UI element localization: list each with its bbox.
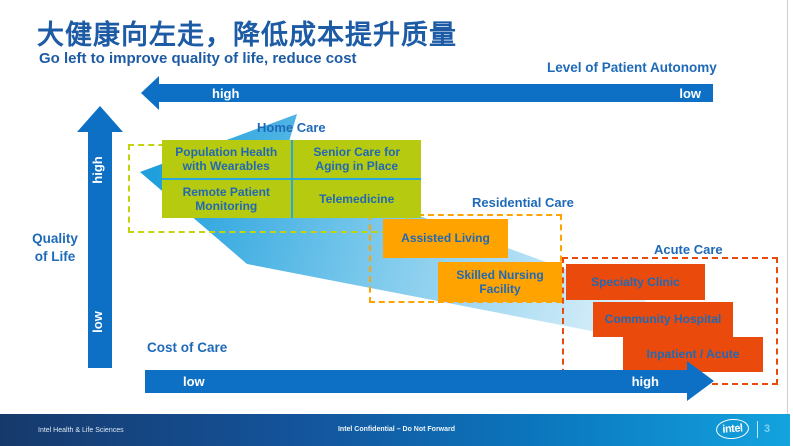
cost-of-care-arrowhead-icon bbox=[687, 361, 714, 401]
card-specialty-clinic: Specialty Clinic bbox=[566, 264, 705, 300]
footer-bar bbox=[0, 414, 790, 446]
cost-of-care-low-label: low bbox=[183, 374, 205, 389]
card-senior-care: Senior Care for Aging in Place bbox=[292, 140, 421, 178]
residential-care-label: Residential Care bbox=[472, 195, 574, 210]
card-telemedicine: Telemedicine bbox=[292, 180, 421, 218]
patient-autonomy-high-label: high bbox=[212, 85, 240, 101]
page-number: 3 bbox=[764, 423, 771, 435]
patient-autonomy-axis-label: Level of Patient Autonomy bbox=[547, 60, 717, 75]
card-community-hospital: Community Hospital bbox=[593, 302, 733, 337]
quality-of-life-high-label: high bbox=[90, 156, 105, 184]
slide-title: 大健康向左走，降低成本提升质量 bbox=[37, 20, 457, 50]
card-assisted-living: Assisted Living bbox=[383, 219, 508, 258]
quality-of-life-arrow bbox=[88, 131, 112, 368]
footer-divider bbox=[757, 421, 758, 438]
quality-of-life-axis-label: Quality of Life bbox=[32, 231, 78, 265]
patient-autonomy-arrowhead-icon bbox=[141, 76, 159, 110]
slide-edge-line bbox=[787, 0, 788, 414]
patient-autonomy-low-label: low bbox=[679, 85, 701, 101]
home-care-card-grid: Population Health with Wearables Senior … bbox=[162, 140, 421, 218]
residential-care-region bbox=[369, 214, 562, 303]
footer-confidential-text: Intel Confidential – Do Not Forward bbox=[337, 426, 456, 433]
cost-of-care-axis-label: Cost of Care bbox=[147, 340, 228, 355]
quality-of-life-arrowhead-icon bbox=[77, 106, 123, 132]
cost-of-care-high-label: high bbox=[631, 374, 659, 389]
card-skilled-nursing: Skilled Nursing Facility bbox=[438, 262, 562, 302]
acute-care-label: Acute Care bbox=[654, 242, 723, 257]
card-population-health: Population Health with Wearables bbox=[162, 140, 291, 178]
patient-autonomy-arrow: high low bbox=[159, 84, 713, 102]
cost-of-care-arrow: low high bbox=[145, 370, 687, 393]
footer-org-text: Intel Health & Life Sciences bbox=[38, 427, 124, 434]
home-care-label: Home Care bbox=[257, 120, 326, 135]
quality-of-life-low-label: low bbox=[90, 311, 105, 333]
card-remote-monitoring: Remote Patient Monitoring bbox=[162, 180, 291, 218]
slide-subtitle: Go left to improve quality of life, redu… bbox=[39, 50, 357, 67]
